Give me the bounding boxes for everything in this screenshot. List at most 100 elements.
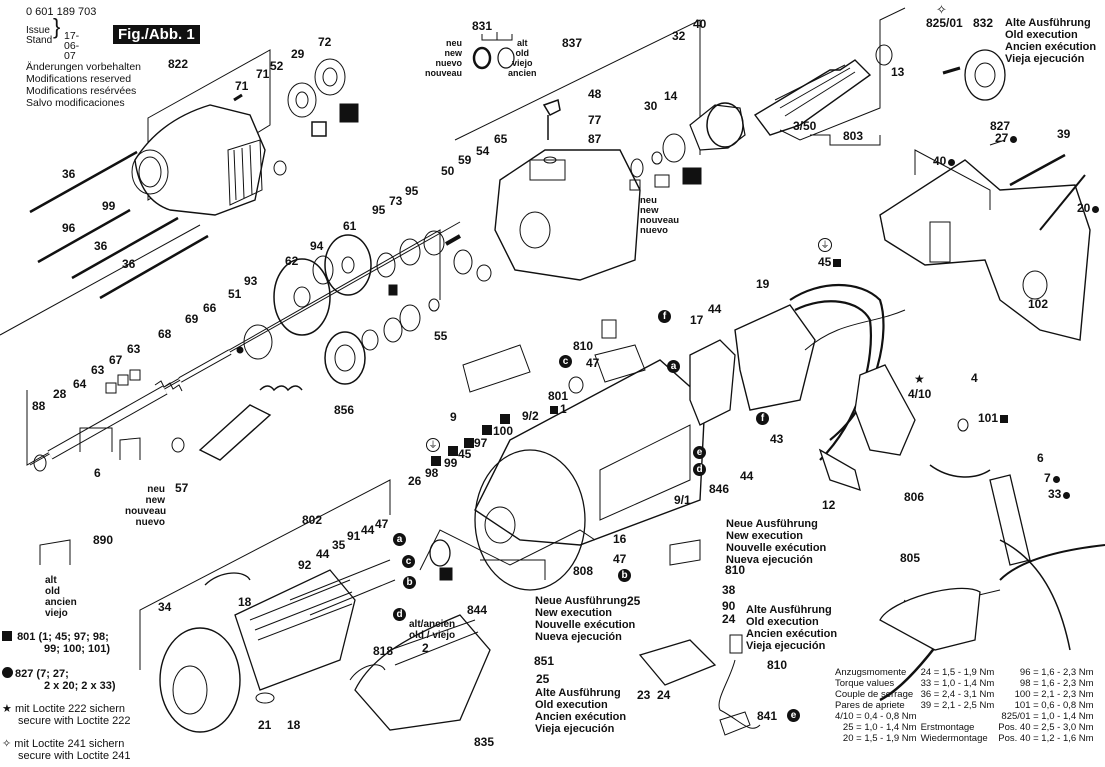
part-label[interactable]: 66 (203, 301, 217, 315)
part-label[interactable]: 91 (347, 529, 361, 543)
part-label[interactable]: 23 (637, 688, 651, 702)
part-label[interactable]: 27 (995, 132, 1019, 144)
part-label[interactable]: 32 (672, 29, 686, 43)
part-label[interactable]: 55 (434, 329, 448, 343)
part-label[interactable]: 94 (310, 239, 324, 253)
part-label[interactable]: 831 (472, 19, 493, 33)
part-label[interactable]: 95 (405, 184, 419, 198)
part-label[interactable]: 99 (102, 199, 116, 213)
part-label[interactable]: 890 (93, 533, 114, 547)
part-label[interactable]: 28 (53, 387, 67, 401)
part-label[interactable]: 63 (127, 342, 141, 356)
part-label[interactable]: 36 (94, 239, 108, 253)
part-label[interactable]: 837 (562, 36, 583, 50)
part-label[interactable]: 6 (1037, 451, 1044, 465)
part-label[interactable]: 856 (334, 403, 355, 417)
part-label[interactable]: 810 (767, 658, 788, 672)
part-label[interactable]: 18 (287, 718, 301, 732)
part-label[interactable]: 65 (494, 132, 508, 146)
part-label[interactable]: 851 (534, 654, 555, 668)
part-label[interactable]: 100 (493, 424, 514, 438)
part-label[interactable]: 835 (474, 735, 495, 749)
part-label[interactable]: 9/2 (522, 409, 539, 423)
part-label[interactable]: 93 (244, 274, 258, 288)
part-label[interactable]: 64 (73, 377, 87, 391)
part-label[interactable]: 87 (588, 132, 602, 146)
part-label[interactable]: 99 (444, 456, 458, 470)
part-label[interactable]: 45 (458, 447, 472, 461)
part-label[interactable]: 63 (91, 363, 105, 377)
part-label[interactable]: 17 (690, 313, 704, 327)
part-label[interactable]: 95 (372, 203, 386, 217)
part-label[interactable]: 101 (978, 412, 1010, 424)
part-label[interactable]: 98 (425, 466, 439, 480)
part-label[interactable]: 97 (474, 436, 488, 450)
part-label[interactable]: 90 (722, 599, 736, 613)
part-label[interactable]: 12 (822, 498, 836, 512)
part-label[interactable]: 71 (256, 67, 270, 81)
part-label[interactable]: 71 (235, 79, 249, 93)
part-label[interactable]: 2 (422, 641, 429, 655)
part-label[interactable]: 801 (548, 389, 569, 403)
part-label[interactable]: 62 (285, 254, 299, 268)
part-label[interactable]: 810 (573, 339, 594, 353)
part-label[interactable]: 805 (900, 551, 921, 565)
part-label[interactable]: 72 (318, 35, 332, 49)
part-label[interactable]: 21 (258, 718, 272, 732)
part-label[interactable]: 67 (109, 353, 123, 367)
part-label[interactable]: 47 (375, 517, 389, 531)
part-label[interactable]: 57 (175, 481, 189, 495)
part-label[interactable]: 846 (709, 482, 730, 496)
part-label[interactable]: 1 (550, 403, 567, 415)
part-label[interactable]: 102 (1028, 297, 1049, 311)
part-label[interactable]: 40 (693, 17, 707, 31)
part-label[interactable]: 25 (627, 594, 641, 608)
part-label[interactable]: 39 (1057, 127, 1071, 141)
part-label[interactable]: 34 (158, 600, 172, 614)
part-label[interactable]: 825/01 (926, 16, 963, 30)
part-label[interactable]: 29 (291, 47, 305, 61)
part-label[interactable]: 47 (586, 356, 600, 370)
part-label[interactable]: 24 (657, 688, 671, 702)
part-label[interactable]: 822 (168, 57, 189, 71)
part-label[interactable]: 44 (708, 302, 722, 316)
part-label[interactable]: 54 (476, 144, 490, 158)
part-label[interactable]: 43 (770, 432, 784, 446)
part-label[interactable]: 802 (302, 513, 323, 527)
part-label[interactable]: 73 (389, 194, 403, 208)
part-label[interactable]: 44 (361, 523, 375, 537)
part-label[interactable]: 9/1 (674, 493, 691, 507)
part-label[interactable]: 26 (408, 474, 422, 488)
part-label[interactable]: 803 (843, 129, 864, 143)
part-label[interactable]: 818 (373, 644, 394, 658)
part-label[interactable]: 48 (588, 87, 602, 101)
part-label[interactable]: 844 (467, 603, 488, 617)
part-label[interactable]: 47 (613, 552, 627, 566)
part-label[interactable]: 18 (238, 595, 252, 609)
part-label[interactable]: 36 (62, 167, 76, 181)
part-label[interactable]: 30 (644, 99, 658, 113)
part-label[interactable]: 35 (332, 538, 346, 552)
part-label[interactable]: 88 (32, 399, 46, 413)
part-label[interactable]: 44 (316, 547, 330, 561)
part-label[interactable]: 44 (740, 469, 754, 483)
part-label[interactable]: 7 (1044, 472, 1062, 484)
part-label[interactable]: 38 (722, 583, 736, 597)
part-label[interactable]: 68 (158, 327, 172, 341)
part-label[interactable]: 36 (122, 257, 136, 271)
part-label[interactable]: 808 (573, 564, 594, 578)
part-label[interactable]: 24 (722, 612, 736, 626)
part-label[interactable]: 4/10 (908, 387, 932, 401)
part-label[interactable]: 77 (588, 113, 602, 127)
part-label[interactable]: 832 (973, 16, 994, 30)
part-label[interactable]: 827 (990, 119, 1011, 133)
part-label[interactable]: 69 (185, 312, 199, 326)
part-label[interactable]: 52 (270, 59, 284, 73)
part-label[interactable]: 61 (343, 219, 357, 233)
part-label[interactable]: 40 (933, 155, 957, 167)
part-label[interactable]: 19 (756, 277, 770, 291)
part-label[interactable]: 810 (725, 563, 746, 577)
part-label[interactable]: 4 (971, 371, 978, 385)
part-label[interactable]: 14 (664, 89, 678, 103)
part-label[interactable]: 9 (450, 410, 457, 424)
